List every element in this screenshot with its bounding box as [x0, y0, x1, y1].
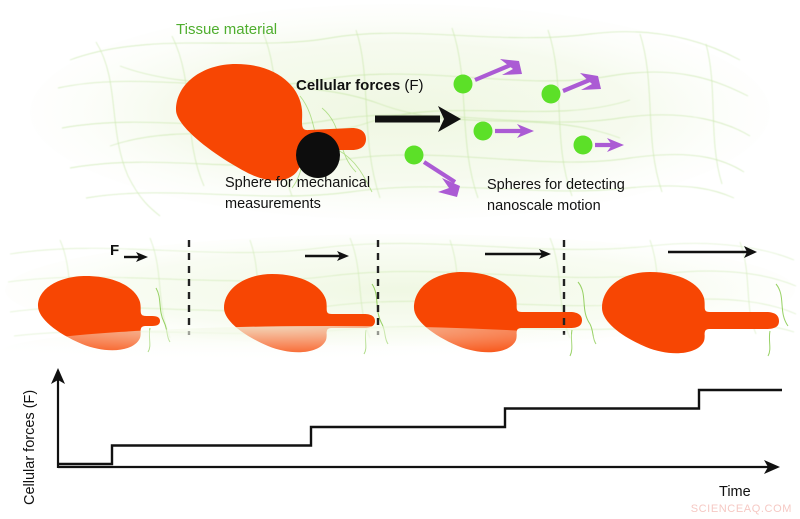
cellular-force-arrowhead [438, 106, 461, 132]
cellular-forces-f: (F) [400, 77, 424, 94]
detector-caption-line2: nanoscale motion [487, 198, 601, 214]
panel-dividers [187, 240, 566, 335]
timelapse-arrowheads [136, 246, 757, 262]
cellular-forces-label: Cellular forces (F) [296, 77, 424, 95]
cell-body [176, 64, 366, 181]
timelapse-cell-4 [602, 272, 789, 357]
y-axis-arrowhead [51, 368, 65, 384]
motion-arrowheads [438, 59, 624, 197]
x-axis-arrowhead [764, 460, 780, 474]
timelapse-force-arrows [124, 250, 748, 259]
force-step-chart [0, 326, 782, 474]
force-marker-label: F [110, 242, 120, 259]
detector-spheres [404, 74, 593, 165]
tissue-material-label: Tissue material [176, 21, 278, 38]
detector-caption-line1: Spheres for detecting [487, 177, 625, 193]
mechanical-bead [296, 132, 340, 178]
cellular-forces-bold: Cellular forces [296, 77, 401, 94]
watermark: SCIENCEAQ.COM [690, 503, 792, 515]
tissue-background-top [30, 4, 770, 220]
mechanical-caption-line1: Sphere for mechanical [225, 175, 371, 191]
step-curve [58, 388, 782, 466]
mechanical-caption-line2: measurements [225, 196, 321, 212]
chart-y-axis-label: Cellular forces (F) [22, 389, 38, 505]
chart-x-axis-label: Time [719, 484, 751, 500]
top-panel-graphics [176, 59, 624, 197]
